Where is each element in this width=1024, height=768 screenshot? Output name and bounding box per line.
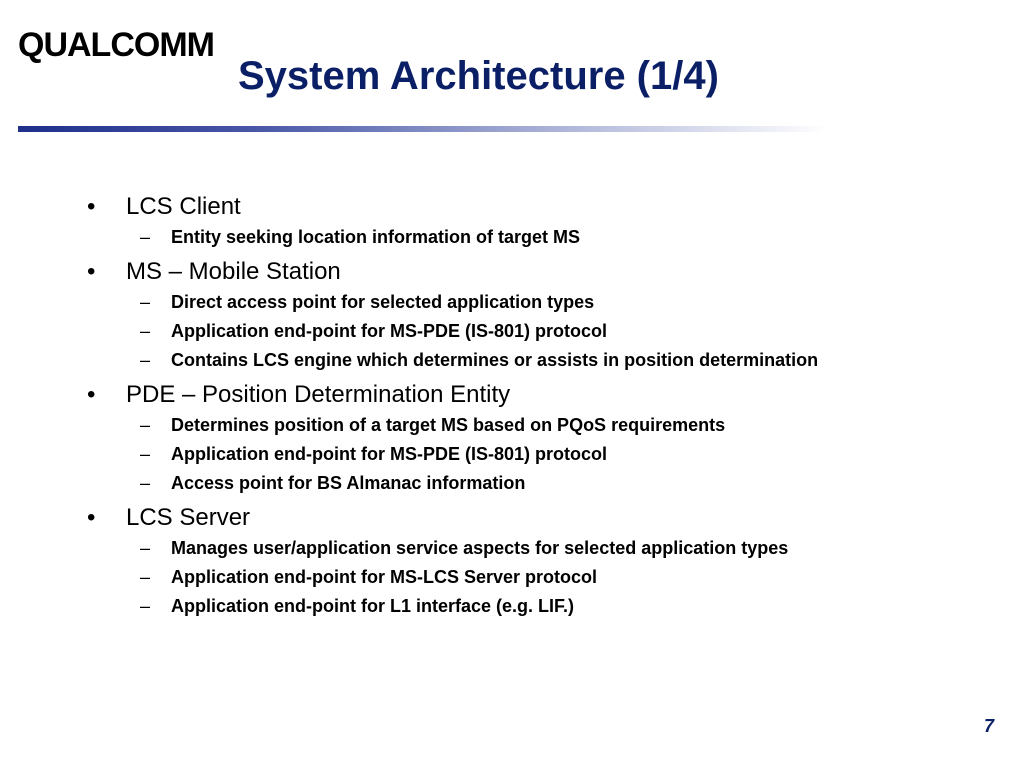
bullet-item: • LCS Server: [0, 501, 1024, 534]
bullet-marker: •: [87, 504, 96, 531]
sub-bullet-item: – Access point for BS Almanac informatio…: [0, 469, 1024, 498]
sub-bullet-item: – Application end-point for MS-LCS Serve…: [0, 563, 1024, 592]
sub-bullet-item: – Entity seeking location information of…: [0, 223, 1024, 252]
sub-bullet-marker: –: [140, 350, 151, 370]
sub-bullet-item: – Manages user/application service aspec…: [0, 534, 1024, 563]
svg-text:QUALCOMM: QUALCOMM: [18, 26, 214, 64]
sub-bullet-item: – Determines position of a target MS bas…: [0, 411, 1024, 440]
sub-bullet-marker: –: [140, 538, 151, 558]
sub-bullet-text: Application end-point for MS-PDE (IS-801…: [171, 321, 607, 341]
bullet-marker: •: [87, 258, 96, 285]
sub-bullet-item: – Contains LCS engine which determines o…: [0, 346, 1024, 375]
sub-bullet-item: – Application end-point for L1 interface…: [0, 592, 1024, 621]
bullet-group-mobile-station: • MS – Mobile Station – Direct access po…: [0, 255, 1024, 375]
sub-bullet-text: Entity seeking location information of t…: [171, 227, 581, 247]
sub-bullet-marker: –: [140, 292, 151, 312]
sub-bullet-marker: –: [140, 321, 151, 341]
bullet-text: LCS Client: [126, 193, 241, 220]
bullet-list: • LCS Client – Entity seeking location i…: [0, 190, 1024, 621]
bullet-group-pde: • PDE – Position Determination Entity – …: [0, 378, 1024, 498]
sub-bullet-text: Access point for BS Almanac information: [171, 473, 526, 493]
sub-bullet-marker: –: [140, 473, 151, 493]
bullet-text: PDE – Position Determination Entity: [126, 381, 511, 408]
sub-bullet-marker: –: [140, 444, 151, 464]
sub-bullet-item: – Direct access point for selected appli…: [0, 288, 1024, 317]
bullet-item: • MS – Mobile Station: [0, 255, 1024, 288]
sub-bullet-text: Application end-point for MS-LCS Server …: [171, 567, 598, 587]
sub-bullet-text: Manages user/application service aspects…: [171, 538, 789, 558]
bullet-item: • PDE – Position Determination Entity: [0, 378, 1024, 411]
sub-bullet-item: – Application end-point for MS-PDE (IS-8…: [0, 317, 1024, 346]
sub-bullet-text: Application end-point for L1 interface (…: [171, 596, 575, 616]
sub-bullet-marker: –: [140, 227, 151, 247]
bullet-marker: •: [87, 193, 96, 220]
slide-title: System Architecture (1/4): [238, 54, 719, 98]
sub-bullet-text: Determines position of a target MS based…: [171, 415, 726, 435]
sub-bullet-item: – Application end-point for MS-PDE (IS-8…: [0, 440, 1024, 469]
sub-bullet-marker: –: [140, 596, 151, 616]
sub-bullet-text: Direct access point for selected applica…: [171, 292, 595, 312]
sub-bullet-marker: –: [140, 567, 151, 587]
sub-bullet-text: Contains LCS engine which determines or …: [171, 350, 819, 370]
bullet-marker: •: [87, 381, 96, 408]
bullet-text: MS – Mobile Station: [126, 258, 341, 285]
sub-bullet-marker: –: [140, 415, 151, 435]
page-number: 7: [983, 716, 994, 736]
title-divider: [18, 126, 828, 132]
qualcomm-logo: QUALCOMM: [18, 26, 215, 64]
sub-bullet-text: Application end-point for MS-PDE (IS-801…: [171, 444, 607, 464]
bullet-item: • LCS Client: [0, 190, 1024, 223]
bullet-text: LCS Server: [126, 504, 251, 531]
bullet-group-lcs-client: • LCS Client – Entity seeking location i…: [0, 190, 1024, 252]
bullet-group-lcs-server: • LCS Server – Manages user/application …: [0, 501, 1024, 621]
